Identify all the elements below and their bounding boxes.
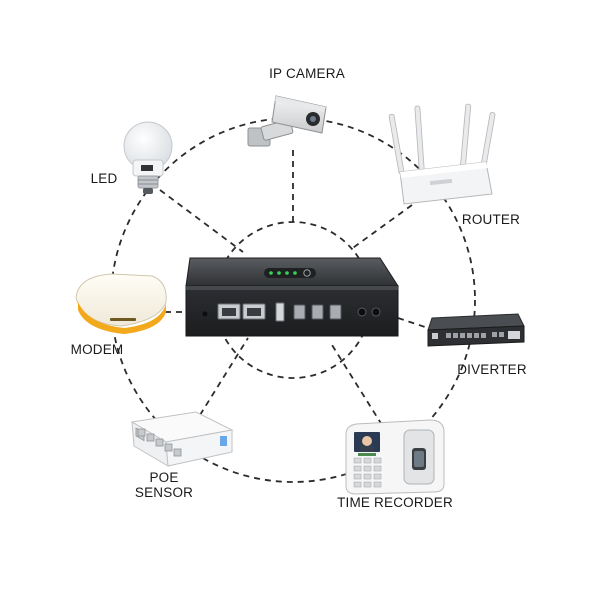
status-leds — [264, 268, 316, 278]
label-poe-line2: SENSOR — [134, 485, 194, 500]
label-poe-sensor: POE SENSOR — [122, 470, 206, 500]
label-modem: MODEM — [70, 342, 124, 357]
label-router: ROUTER — [461, 212, 521, 227]
ip-camera-icon — [247, 95, 327, 147]
poe-switch-icon — [130, 411, 234, 467]
link-poe — [199, 337, 249, 416]
outer-ring — [110, 117, 476, 483]
label-ip-camera: IP CAMERA — [269, 66, 345, 81]
link-time-recorder — [331, 344, 383, 426]
time-recorder-icon — [345, 419, 445, 495]
led-bulb-icon — [123, 121, 173, 194]
label-time-recorder: TIME RECORDER — [337, 495, 453, 510]
mini-ups-icon — [185, 257, 399, 337]
label-led: LED — [90, 171, 118, 186]
link-router — [349, 204, 413, 251]
label-diverter: DIVERTER — [457, 362, 527, 377]
label-poe-line1: POE — [149, 470, 179, 485]
network-switch-icon — [427, 313, 525, 347]
link-diverter — [397, 317, 429, 329]
router-icon — [388, 103, 496, 205]
modem-icon — [75, 273, 167, 334]
link-led — [159, 189, 244, 253]
